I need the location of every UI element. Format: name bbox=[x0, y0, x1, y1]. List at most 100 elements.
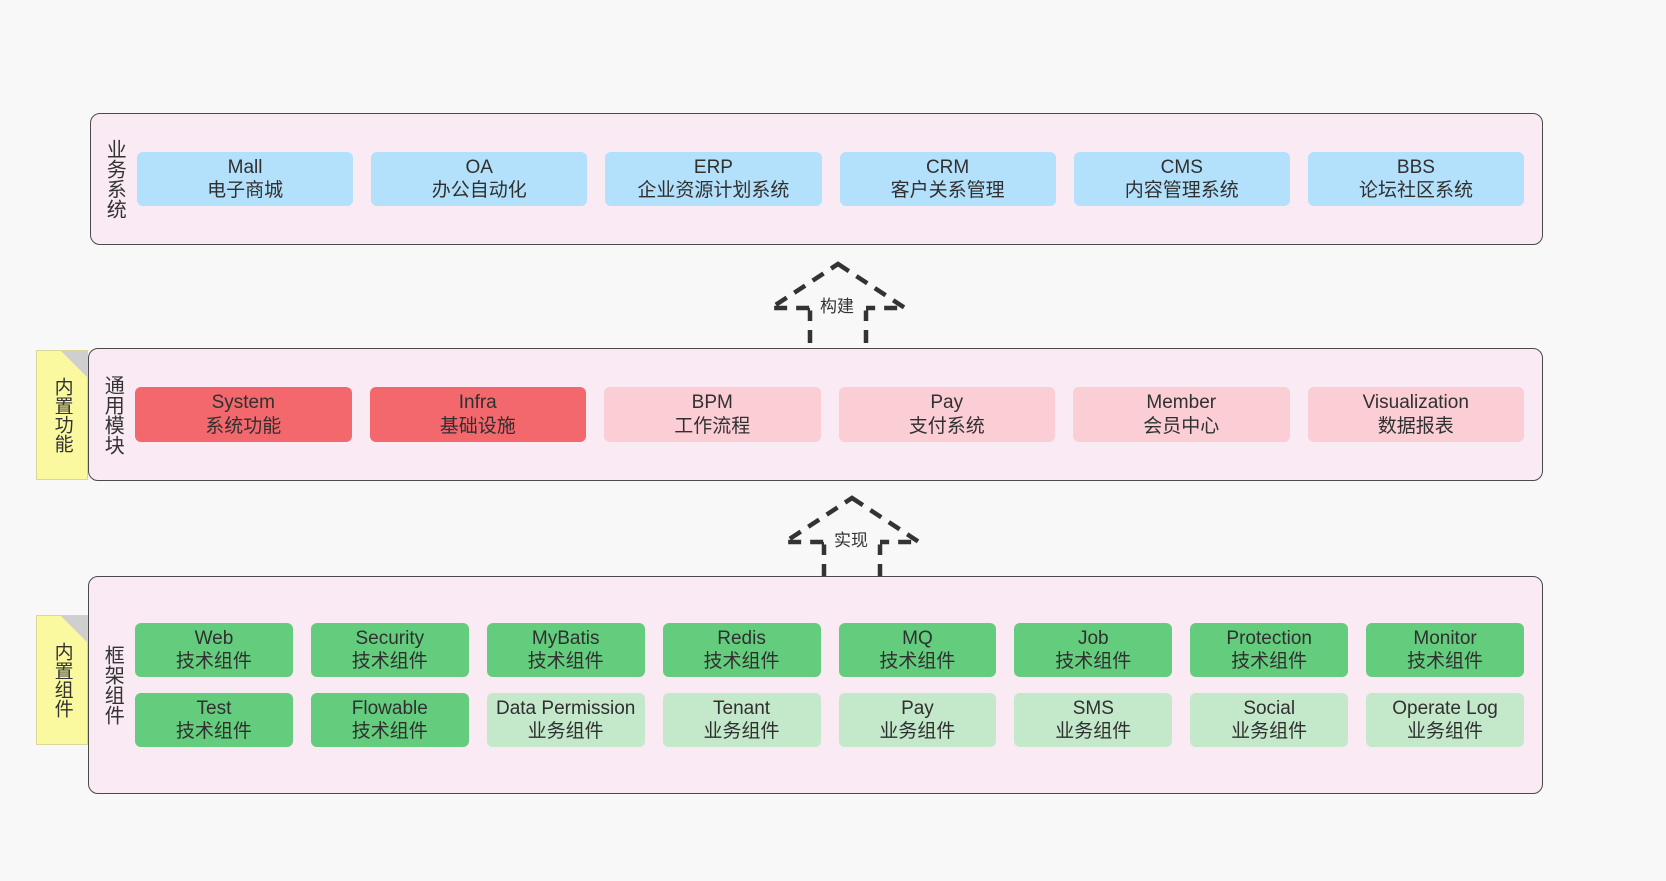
card-title-cn: 技术组件 bbox=[1407, 650, 1484, 672]
layer-body-framework-components: Web 技术组件 Security 技术组件 MyBatis 技术组件 Redi… bbox=[135, 577, 1542, 793]
connector-implement: 实现 bbox=[774, 492, 934, 587]
layer-common-modules: 通用模块 System 系统功能 Infra 基础设施 BPM 工作流程 Pay… bbox=[88, 348, 1543, 481]
card-row: System 系统功能 Infra 基础设施 BPM 工作流程 Pay 支付系统… bbox=[135, 387, 1524, 442]
card-title-en: Tenant bbox=[713, 698, 771, 719]
note-label: 内置功能 bbox=[51, 377, 73, 453]
card-crm[interactable]: CRM 客户关系管理 bbox=[839, 151, 1056, 207]
card-pay[interactable]: Pay 支付系统 bbox=[838, 387, 1055, 442]
card-title-en: Protection bbox=[1226, 627, 1312, 649]
card-data-permission[interactable]: Data Permission 业务组件 bbox=[486, 693, 645, 748]
card-title-en: Pay bbox=[901, 698, 934, 719]
card-redis[interactable]: Redis 技术组件 bbox=[662, 622, 821, 677]
note-builtin-components: 内置组件 bbox=[36, 615, 88, 745]
card-operate-log[interactable]: Operate Log 业务组件 bbox=[1366, 693, 1524, 748]
card-visualization[interactable]: Visualization 数据报表 bbox=[1307, 387, 1524, 442]
card-title-cn: 业务组件 bbox=[1231, 721, 1308, 743]
card-title-en: MyBatis bbox=[531, 627, 600, 649]
card-title-en: Operate Log bbox=[1392, 698, 1498, 719]
card-title-cn: 内容管理系统 bbox=[1124, 180, 1239, 201]
card-title-en: Pay bbox=[930, 392, 964, 414]
layer-title-common-modules: 通用模块 bbox=[101, 374, 124, 455]
card-mq[interactable]: MQ 技术组件 bbox=[838, 622, 997, 677]
card-title-en: ERP bbox=[693, 156, 733, 178]
card-flowable[interactable]: Flowable 技术组件 bbox=[310, 693, 469, 748]
layer-title-business-systems: 业务系统 bbox=[103, 139, 126, 219]
card-test[interactable]: Test 技术组件 bbox=[135, 693, 293, 748]
note-builtin-features: 内置功能 bbox=[36, 350, 88, 480]
layer-title-framework-components: 框架组件 bbox=[101, 645, 124, 725]
card-title-en: System bbox=[211, 392, 275, 414]
card-title-en: Infra bbox=[458, 392, 497, 414]
card-job[interactable]: Job 技术组件 bbox=[1014, 622, 1173, 677]
card-member[interactable]: Member 会员中心 bbox=[1073, 387, 1290, 442]
card-title-en: Security bbox=[355, 627, 425, 649]
card-title-cn: 系统功能 bbox=[205, 415, 282, 437]
card-title-cn: 客户关系管理 bbox=[890, 180, 1005, 201]
card-title-cn: 技术组件 bbox=[703, 650, 780, 672]
card-title-en: Web bbox=[194, 627, 234, 649]
card-title-cn: 技术组件 bbox=[175, 650, 252, 672]
card-title-cn: 基础设施 bbox=[439, 415, 516, 437]
card-title-en: Job bbox=[1077, 627, 1109, 649]
card-monitor[interactable]: Monitor 技术组件 bbox=[1366, 622, 1524, 677]
card-title-en: CMS bbox=[1160, 156, 1203, 178]
card-tenant[interactable]: Tenant 业务组件 bbox=[662, 693, 821, 748]
card-title-en: OA bbox=[465, 156, 493, 178]
card-title-en: MQ bbox=[902, 627, 933, 649]
card-title-cn: 工作流程 bbox=[674, 415, 751, 437]
card-row: Web 技术组件 Security 技术组件 MyBatis 技术组件 Redi… bbox=[135, 622, 1524, 677]
card-title-cn: 业务组件 bbox=[879, 721, 956, 743]
card-cms[interactable]: CMS 内容管理系统 bbox=[1073, 151, 1290, 207]
card-protection[interactable]: Protection 技术组件 bbox=[1190, 622, 1349, 677]
note-label: 内置组件 bbox=[51, 642, 73, 718]
card-title-cn: 办公自动化 bbox=[431, 180, 527, 201]
card-title-cn: 技术组件 bbox=[175, 721, 252, 743]
card-bbs[interactable]: BBS 论坛社区系统 bbox=[1307, 151, 1525, 207]
card-title-en: Visualization bbox=[1362, 392, 1469, 414]
card-row: Mall 电子商城 OA 办公自动化 ERP 企业资源计划系统 CRM 客户关系… bbox=[137, 151, 1525, 207]
card-title-en: Mall bbox=[227, 156, 263, 178]
layer-body-common-modules: System 系统功能 Infra 基础设施 BPM 工作流程 Pay 支付系统… bbox=[135, 349, 1542, 480]
card-title-en: Member bbox=[1146, 392, 1217, 414]
card-system[interactable]: System 系统功能 bbox=[135, 387, 352, 442]
card-title-cn: 会员中心 bbox=[1143, 415, 1220, 437]
card-title-en: BPM bbox=[691, 392, 733, 414]
card-infra[interactable]: Infra 基础设施 bbox=[369, 387, 586, 442]
connector-label-build: 构建 bbox=[820, 297, 854, 316]
card-title-cn: 论坛社区系统 bbox=[1358, 180, 1473, 201]
card-pay-component[interactable]: Pay 业务组件 bbox=[838, 693, 997, 748]
card-web[interactable]: Web 技术组件 bbox=[135, 622, 293, 677]
layer-framework-components: 框架组件 Web 技术组件 Security 技术组件 MyBatis 技术组件… bbox=[88, 576, 1543, 794]
layer-business-systems: 业务系统 Mall 电子商城 OA 办公自动化 ERP 企业资源计划系统 CRM… bbox=[90, 113, 1543, 245]
card-title-cn: 技术组件 bbox=[1231, 650, 1308, 672]
card-title-en: Data Permission bbox=[495, 698, 636, 719]
card-bpm[interactable]: BPM 工作流程 bbox=[604, 387, 821, 442]
card-title-cn: 数据报表 bbox=[1377, 415, 1454, 437]
card-title-en: Redis bbox=[717, 627, 766, 649]
card-title-en: BBS bbox=[1396, 156, 1435, 178]
card-title-en: Monitor bbox=[1413, 627, 1477, 649]
card-title-en: CRM bbox=[925, 156, 970, 178]
card-title-en: Flowable bbox=[351, 698, 428, 719]
card-title-cn: 技术组件 bbox=[1055, 650, 1132, 672]
card-title-cn: 技术组件 bbox=[351, 721, 428, 743]
card-social[interactable]: Social 业务组件 bbox=[1190, 693, 1349, 748]
card-mybatis[interactable]: MyBatis 技术组件 bbox=[486, 622, 645, 677]
card-title-en: SMS bbox=[1072, 698, 1114, 719]
connector-build: 构建 bbox=[760, 258, 920, 353]
card-title-cn: 业务组件 bbox=[703, 721, 780, 743]
card-security[interactable]: Security 技术组件 bbox=[310, 622, 469, 677]
card-mall[interactable]: Mall 电子商城 bbox=[137, 151, 354, 207]
card-title-cn: 电子商城 bbox=[207, 180, 284, 201]
card-oa[interactable]: OA 办公自动化 bbox=[371, 151, 588, 207]
card-title-cn: 技术组件 bbox=[351, 650, 428, 672]
card-title-cn: 企业资源计划系统 bbox=[637, 180, 790, 201]
card-title-cn: 业务组件 bbox=[527, 721, 604, 743]
card-title-cn: 业务组件 bbox=[1055, 721, 1132, 743]
card-erp[interactable]: ERP 企业资源计划系统 bbox=[605, 151, 822, 207]
card-title-cn: 业务组件 bbox=[1407, 721, 1484, 743]
card-title-en: Test bbox=[196, 698, 232, 719]
connector-label-implement: 实现 bbox=[834, 531, 868, 550]
card-sms[interactable]: SMS 业务组件 bbox=[1014, 693, 1173, 748]
